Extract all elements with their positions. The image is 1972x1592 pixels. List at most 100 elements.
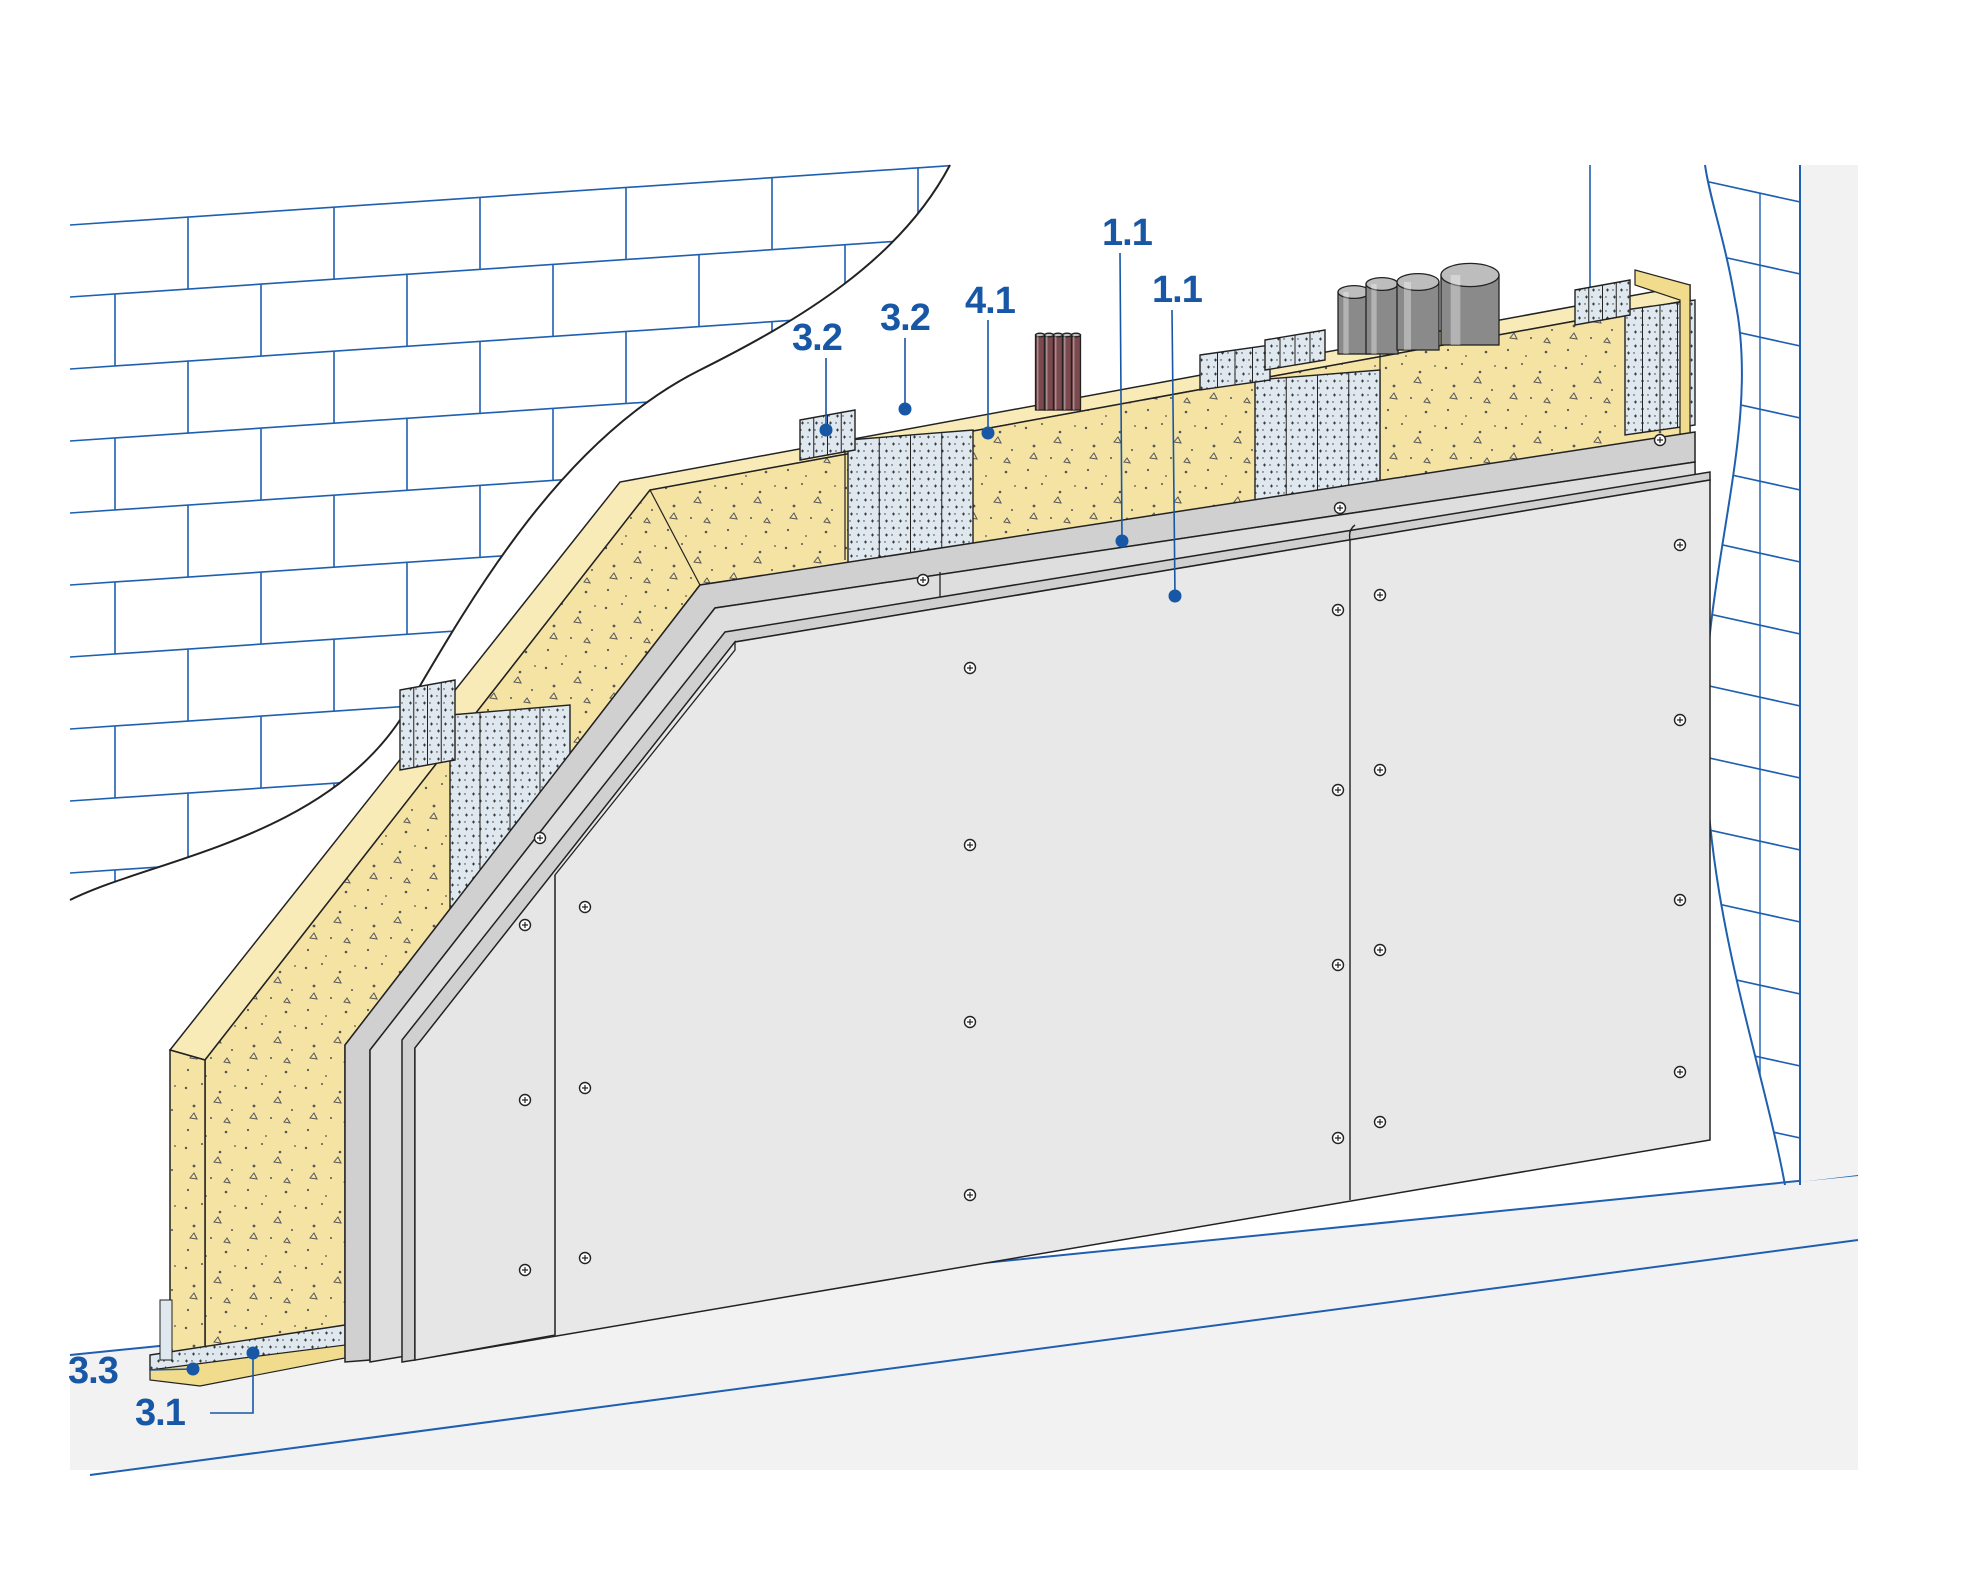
pipe-end [1365, 276, 1399, 292]
plasterboard-layers [344, 431, 1711, 1363]
screw [1373, 588, 1387, 602]
callout-floor-track: 3.1 [135, 1346, 260, 1434]
screw-slot [522, 922, 528, 928]
brick-course-line [70, 236, 950, 298]
screw [1331, 958, 1345, 972]
side-brick-line [1704, 1043, 1800, 1067]
leader-line [1171, 309, 1176, 597]
side-brick-line [1704, 467, 1800, 491]
pipe-end [1034, 332, 1046, 338]
pipe-end [1052, 332, 1064, 338]
screw-slot [967, 1192, 973, 1198]
screw-slot [967, 665, 973, 671]
side-wall-bricks [1704, 179, 1800, 1185]
callout-inner-board: 1.1 [1152, 269, 1204, 603]
leader-dot [898, 402, 912, 416]
callout-label: 3.1 [135, 1392, 186, 1434]
side-wall-face [1800, 165, 1858, 1182]
side-brick-line [1704, 395, 1800, 419]
pipe-medium [1396, 272, 1440, 351]
screw [963, 1188, 977, 1202]
pipe-body [1337, 291, 1371, 355]
stud-top-right [1624, 299, 1696, 436]
callout-label: 4.1 [965, 280, 1016, 322]
leader-dot [1115, 534, 1129, 548]
screw [1373, 763, 1387, 777]
side-brick-line [1704, 251, 1800, 275]
screw-slot [967, 842, 973, 848]
screw-slot [967, 1019, 973, 1025]
screw [1331, 1131, 1345, 1145]
side-brick-line [1704, 179, 1800, 203]
conduit-tube [1034, 332, 1046, 411]
screw-slot [1377, 1119, 1383, 1125]
screw-slot [1677, 542, 1683, 548]
leader-dot [819, 423, 833, 437]
stud-top-middle [1254, 369, 1381, 501]
screws [518, 433, 1687, 1277]
screw-slot [1335, 607, 1341, 613]
pipe-body [1034, 334, 1046, 411]
screw-slot [1377, 767, 1383, 773]
screw [1673, 538, 1687, 552]
screw-slot [1657, 437, 1663, 443]
screw-slot [522, 1097, 528, 1103]
leader-dot [981, 426, 995, 440]
floor-strip [149, 1344, 346, 1387]
board-joint [1348, 524, 1356, 1200]
callout-label: 1.1 [1102, 212, 1153, 254]
screw-slot [1677, 897, 1683, 903]
side-brick-line [1704, 899, 1800, 923]
screw [578, 1251, 592, 1265]
pipe-end [1440, 262, 1500, 288]
leader-dot [1168, 589, 1182, 603]
pipe-end [1061, 332, 1073, 338]
floor-line-front [89, 1239, 1859, 1476]
callout-stud-right: 3.2 [880, 297, 931, 416]
screw [578, 900, 592, 914]
callout-label: 3.2 [792, 317, 842, 359]
side-brick-line [1704, 683, 1800, 707]
screw [963, 838, 977, 852]
pipe-large [1440, 262, 1500, 346]
brick-cut-edge [69, 164, 951, 901]
screw [916, 573, 930, 587]
side-brick-line [1704, 539, 1800, 563]
pipe-end [1070, 332, 1082, 338]
callout-floor-strip: 3.3 [68, 1350, 200, 1392]
screw [518, 1263, 532, 1277]
screw-slot [1335, 962, 1341, 968]
leader-line [149, 1368, 194, 1371]
conduit-tube [1052, 332, 1064, 411]
callout-label: 3.2 [880, 297, 930, 339]
brick-course-line [70, 165, 950, 226]
pipe-body [1052, 334, 1064, 411]
insulation-fold [649, 489, 701, 586]
track-end [159, 1299, 173, 1361]
pipe-body [1043, 334, 1055, 411]
callouts: 1.1 1.1 3.2 3.2 4.1 3.33.1 [68, 212, 1204, 1434]
pipe-body [1396, 281, 1440, 351]
screw [518, 918, 532, 932]
leader-line [1119, 252, 1123, 542]
screw-slot [920, 577, 926, 583]
screw-slot [582, 1085, 588, 1091]
screw [1673, 893, 1687, 907]
screw [518, 1093, 532, 1107]
side-wall-cut-edge [1703, 164, 1786, 1186]
screw-slot [582, 904, 588, 910]
side-brick-line [1704, 611, 1800, 635]
screw [1331, 603, 1345, 617]
screw [1653, 433, 1667, 447]
screw [1673, 713, 1687, 727]
pipe-end [1396, 272, 1440, 292]
screw-slot [1677, 717, 1683, 723]
screw [1373, 943, 1387, 957]
pipe-body [1061, 334, 1073, 411]
screw [963, 661, 977, 675]
side-brick-line [1704, 1115, 1800, 1139]
stud-cap-diagonal [399, 679, 456, 771]
callout-stud-left: 3.2 [792, 317, 843, 437]
screw [1333, 501, 1347, 515]
